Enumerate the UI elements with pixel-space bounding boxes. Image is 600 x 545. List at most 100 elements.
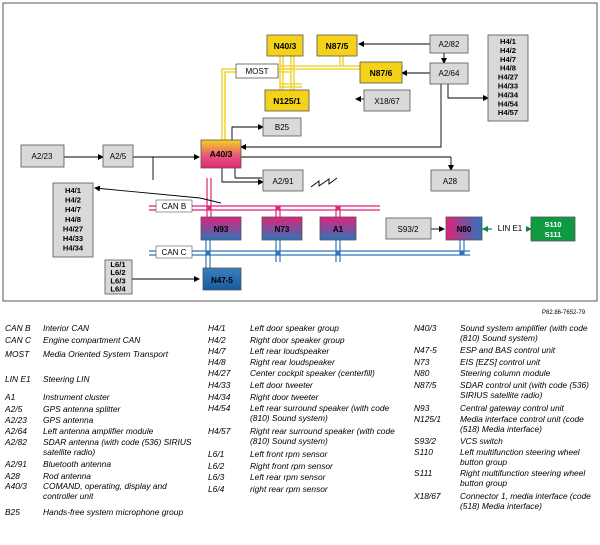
legend-description: VCS switch [460, 436, 503, 446]
legend-description: Connector 1, media interface (code (518)… [460, 491, 591, 511]
legend-code: H4/1 [208, 323, 226, 333]
legend-description: Media Oriented System Transport [43, 349, 169, 359]
legend-description: Left rear surround speaker (with code (8… [250, 403, 390, 423]
legend-description: Left door speaker group [250, 323, 339, 333]
legend-code: H4/2 [208, 335, 226, 345]
group-member-label: H4/2 [65, 196, 81, 205]
group-member-label: H4/8 [500, 64, 516, 73]
legend-description: Instrument cluster [43, 392, 110, 402]
group-member-label: H4/33 [63, 234, 83, 243]
legend-code: S93/2 [414, 436, 436, 446]
legend-description: Left rear rpm sensor [250, 472, 326, 482]
label-can-b: CAN B [162, 202, 186, 211]
label-n47-5: N47-5 [211, 276, 233, 285]
node-n80 [445, 216, 483, 241]
legend-description: Right rear surround speaker (with code (… [250, 426, 395, 446]
node-a2-23 [20, 144, 65, 168]
label-x18-67: X18/67 [374, 97, 400, 106]
legend-code: A2/5 [5, 404, 23, 414]
label-most: MOST [245, 67, 268, 76]
legend-code: N80 [414, 368, 430, 378]
legend-description: Center cockpit speaker (centerfill) [250, 368, 375, 378]
sensor-group [104, 259, 133, 295]
node-n47-5 [202, 267, 242, 291]
legend-description: Steering LIN [43, 374, 90, 384]
legend-code: CAN C [5, 335, 32, 345]
legend-code: A40/3 [5, 481, 27, 491]
label-a2-5: A2/5 [110, 152, 127, 161]
legend-description: COMAND, operating, display and controlle… [43, 481, 167, 501]
node-n87-5 [316, 34, 358, 57]
group-member-label: H4/54 [498, 99, 519, 108]
label-a2-82: A2/82 [439, 40, 460, 49]
node-n125-1 [264, 89, 310, 112]
group-member-label: L6/1 [110, 260, 126, 269]
legend-code: H4/27 [208, 368, 231, 378]
legend-description: Central gateway control unit [460, 403, 564, 413]
node-n40-3 [266, 34, 304, 57]
legend-description: Sound system amplifier (with code (810) … [460, 323, 588, 343]
label-n73: N73 [275, 225, 290, 234]
node-n93 [200, 216, 242, 241]
legend-code: A2/23 [5, 415, 27, 425]
group-member-label: H4/27 [498, 73, 518, 82]
wiring-diagram: N40/3 N87/5 N87/6 N125/1 A40/3 A2/82 A2/… [2, 2, 598, 302]
legend-code: N87/5 [414, 380, 437, 390]
legend-description: Left door tweeter [250, 380, 313, 390]
legend-code: L6/2 [208, 461, 225, 471]
group-member-label: H4/34 [498, 90, 519, 99]
label-a28: A28 [443, 177, 458, 186]
legend-description: Right door speaker group [250, 335, 345, 345]
legend-description: Left rear loudspeaker [250, 346, 330, 356]
group-member-label: H4/8 [65, 215, 81, 224]
node-a2-5 [102, 144, 134, 168]
legend-description: right rear rpm sensor [250, 484, 328, 494]
legend-code: B25 [5, 507, 20, 517]
legend-code: N125/1 [414, 414, 442, 424]
label-a40-3: A40/3 [210, 149, 233, 159]
group-member-label: H4/1 [65, 186, 82, 195]
legend-code: N93 [414, 403, 430, 413]
legend-code: S111 [414, 468, 433, 478]
node-n87-6 [359, 61, 403, 84]
bluetooth-signal-icon [310, 177, 338, 188]
legend-code: A28 [5, 471, 20, 481]
node-a2-91 [262, 169, 304, 192]
legend-code: N47-5 [414, 345, 437, 355]
legend-description: SDAR antenna (with code (536) SIRIUS sat… [43, 437, 192, 457]
legend-code: A2/64 [5, 426, 27, 436]
legend-description: Right rear loudspeaker [250, 357, 335, 367]
yellow-nodes [264, 34, 403, 112]
node-a2-82 [429, 34, 469, 54]
legend-description: Right multifunction steering wheel butto… [460, 468, 586, 488]
label-a2-64: A2/64 [439, 69, 460, 78]
speaker-group-right-labels: H4/1H4/2H4/7H4/8H4/27H4/33H4/34H4/54H4/5… [498, 37, 519, 117]
legend-description: GPS antenna splitter [43, 404, 121, 414]
group-member-label: H4/1 [500, 37, 517, 46]
group-member-label: H4/7 [65, 205, 81, 214]
node-n73 [261, 216, 303, 241]
signal-lines [64, 41, 489, 282]
sensor-group-labels: L6/1L6/2L6/3L6/4 [110, 260, 126, 294]
group-member-label: H4/57 [498, 108, 518, 117]
legend-description: Media interface control unit (code (518)… [460, 414, 584, 434]
label-lin-e1: LIN E1 [498, 224, 523, 233]
group-member-label: H4/27 [63, 224, 83, 233]
lin-e1-label-box [492, 223, 526, 233]
legend-code: X18/67 [414, 491, 441, 501]
group-member-label: L6/4 [110, 285, 126, 294]
label-a2-91: A2/91 [273, 177, 294, 186]
node-s110-s111 [530, 216, 576, 242]
legend-code: LIN E1 [5, 374, 31, 384]
speaker-group-left [52, 182, 94, 258]
legend-description: Steering column module [460, 368, 551, 378]
legend-description: GPS antenna [43, 415, 94, 425]
legend-code: L6/3 [208, 472, 225, 482]
label-a2-23: A2/23 [32, 152, 53, 161]
legend-code: A1 [5, 392, 16, 402]
node-a28 [430, 169, 470, 192]
legend-description: Bluetooth antenna [43, 459, 111, 469]
legend-description: Left front rpm sensor [250, 449, 328, 459]
legend-code: N40/3 [414, 323, 437, 333]
